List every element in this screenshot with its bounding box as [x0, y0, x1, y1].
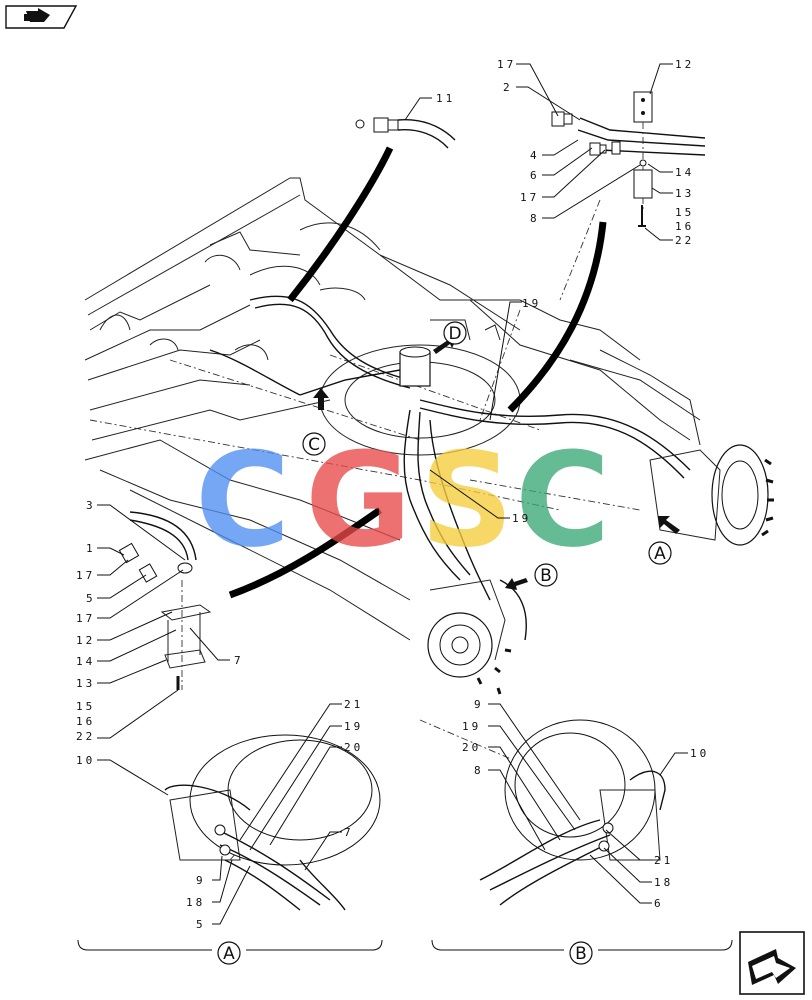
- callouts-mid: 19: [512, 512, 531, 525]
- section-b-brace: [431, 939, 733, 951]
- callout-7-bl: 7: [344, 826, 354, 839]
- view-letter-c: C: [308, 435, 320, 455]
- watermark: C G S C: [195, 424, 610, 576]
- machine-frame-drawing: [84, 177, 701, 861]
- callout-8-tr: 8: [530, 212, 540, 225]
- callout-6-br: 6: [654, 897, 664, 910]
- section-label-a: A: [223, 944, 235, 964]
- view-letter-b: B: [540, 566, 552, 586]
- callout-18-br: 18: [654, 876, 673, 889]
- callout-4-tr: 4: [530, 149, 540, 162]
- callout-19-top: 19: [522, 297, 541, 310]
- section-a-brace: [77, 939, 383, 951]
- watermark-letter-4: C: [515, 424, 610, 576]
- fitting-11-detail: [355, 117, 456, 149]
- callout-15-tr: 15: [675, 206, 694, 219]
- callout-6-tr: 6: [530, 169, 540, 182]
- callout-7-l: 7: [234, 654, 244, 667]
- callout-14-l: 14: [76, 655, 95, 668]
- view-letter-a: A: [654, 544, 666, 564]
- callout-16-tr: 16: [675, 220, 694, 233]
- callout-13-l: 13: [76, 677, 95, 690]
- callout-15-l: 15: [76, 700, 95, 713]
- callout-10-br: 10: [690, 747, 709, 760]
- watermark-letter-3: S: [420, 424, 514, 576]
- left-arrow-tab-icon: [24, 8, 50, 22]
- callout-9-bl: 9: [196, 874, 206, 887]
- callout-2-tr: 2: [503, 81, 513, 94]
- callout-20-br: 20: [462, 741, 481, 754]
- callout-13-tr: 13: [675, 187, 694, 200]
- callout-20-bl: 20: [344, 741, 363, 754]
- detail-connector-lines: [228, 146, 607, 599]
- track-motor-b-drawing: [427, 579, 512, 695]
- view-letter-d: D: [448, 324, 461, 344]
- callout-leaders: [97, 63, 688, 925]
- right-arrow-box-icon: [748, 949, 796, 985]
- callout-19-mid: 19: [512, 512, 531, 525]
- callout-8-br: 8: [474, 764, 484, 777]
- watermark-letter-1: C: [195, 424, 290, 576]
- callout-17b-tr: 17: [520, 191, 539, 204]
- callout-21-bl: 21: [344, 698, 363, 711]
- callout-22-tr: 22: [675, 234, 694, 247]
- callout-1-l: 1: [86, 542, 96, 555]
- next-page-button[interactable]: [739, 931, 805, 995]
- section-b-motor-drawing: [479, 719, 666, 906]
- callout-17-tr: 17: [497, 58, 516, 71]
- callout-11: 11: [436, 92, 455, 105]
- callout-3-l: 3: [86, 499, 96, 512]
- callout-16-l: 16: [76, 715, 95, 728]
- callout-5-l: 5: [86, 592, 96, 605]
- callout-17-l: 17: [76, 569, 95, 582]
- callouts-bottom-left: 21 19 20 10 7 9 18 5: [76, 698, 363, 931]
- track-motor-a-drawing: [649, 444, 774, 546]
- clamp-detail-top-right: [551, 91, 706, 227]
- callout-10-bl: 10: [76, 754, 95, 767]
- hose-routing-drawing: [209, 295, 691, 641]
- callouts-left: 3 1 17 5 17 12 14 13 15 16 22 7: [76, 499, 244, 743]
- callout-9-br: 9: [474, 698, 484, 711]
- callout-14-tr: 14: [675, 166, 694, 179]
- view-letter-markers: D C A B A B: [217, 321, 672, 965]
- callouts-top: 11 19: [436, 92, 541, 310]
- callout-5-bl: 5: [196, 918, 206, 931]
- callout-12-l: 12: [76, 634, 95, 647]
- callout-17b-l: 17: [76, 612, 95, 625]
- callout-19-bl: 19: [344, 720, 363, 733]
- prev-page-button[interactable]: [5, 5, 78, 29]
- section-label-b: B: [575, 944, 587, 964]
- callout-19-br: 19: [462, 720, 481, 733]
- callout-22-l: 22: [76, 730, 95, 743]
- callouts-bottom-right: 9 19 20 8 10 21 18 6: [462, 698, 709, 910]
- callout-12-tr: 12: [675, 58, 694, 71]
- callout-21-br: 21: [654, 854, 673, 867]
- callout-18-bl: 18: [186, 896, 205, 909]
- callouts-top-right: 17 2 4 6 17 8 12 14 13 15 16 22: [497, 58, 694, 247]
